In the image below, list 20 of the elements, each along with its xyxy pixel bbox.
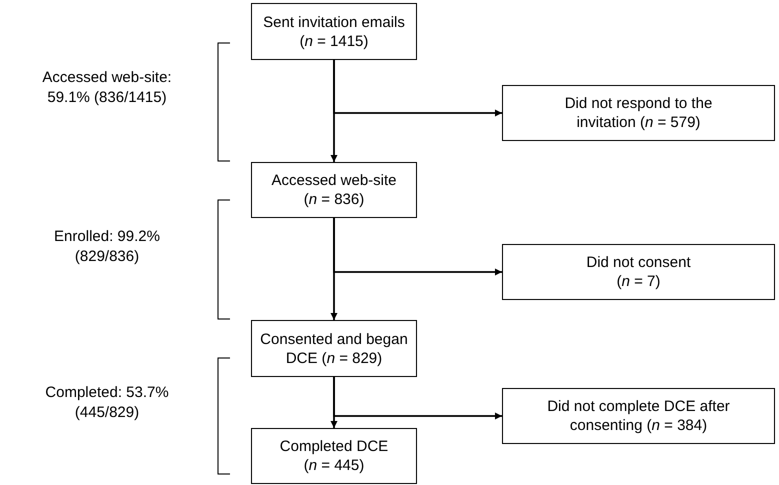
stage-label: Accessed web-site: 59.1% (836/1415) xyxy=(41,68,173,108)
stage-label: Enrolled: 99.2% (829/836) xyxy=(53,227,161,267)
arrow xyxy=(333,60,502,116)
process-box xyxy=(502,85,775,141)
arrow xyxy=(333,377,502,420)
box-text: Accessed web-site (n = 836) xyxy=(270,171,398,209)
box-text: Did not complete DCE after consenting (n = 384) xyxy=(546,397,731,435)
arrow xyxy=(333,218,502,276)
process-box xyxy=(502,388,775,444)
box-text: Did not consent (n = 7) xyxy=(585,253,692,291)
process-box xyxy=(251,162,417,218)
process-box xyxy=(502,244,775,300)
box-text: Sent invitation emails (n = 1415) xyxy=(262,12,406,50)
process-box xyxy=(251,320,417,377)
box-text: Completed DCE (n = 445) xyxy=(278,437,390,475)
box-text: Did not respond to the invitation (n = 579) xyxy=(564,94,714,132)
stage-label: Completed: 53.7% (445/829) xyxy=(44,383,170,423)
process-box xyxy=(251,3,417,60)
process-box xyxy=(251,428,417,484)
box-text: Consented and began DCE (n = 829) xyxy=(259,330,409,368)
